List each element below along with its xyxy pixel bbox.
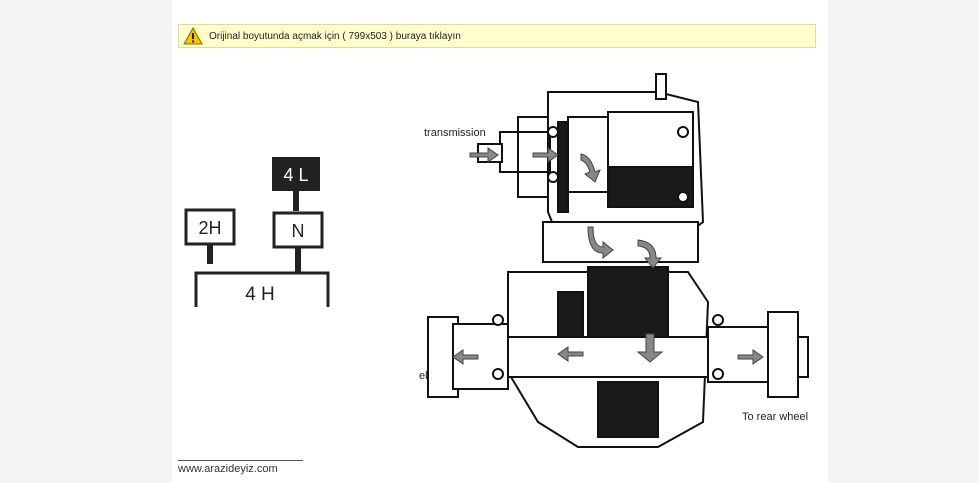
footer-divider xyxy=(178,460,303,461)
warning-icon xyxy=(183,27,203,45)
front-wheel-label: el xyxy=(419,370,428,382)
notice-text: Orijinal boyutunda açmak için ( 799x503 … xyxy=(209,30,461,42)
transfer-case-diagram: 4 L 2H N 4 H xyxy=(184,73,809,448)
shift-pattern: 4 L 2H N 4 H xyxy=(184,157,330,307)
rear-wheel-label: To rear wheel xyxy=(742,411,808,423)
from-transmission-label: transmission xyxy=(424,127,486,139)
open-original-size-notice[interactable]: Orijinal boyutunda açmak için ( 799x503 … xyxy=(178,24,816,48)
shift-2h-label: 2H xyxy=(198,218,221,238)
transfer-case-section xyxy=(427,73,809,448)
shift-2h-box xyxy=(184,208,236,246)
shift-n-label: N xyxy=(292,221,305,241)
shift-4l-box xyxy=(272,157,320,191)
shift-4h-label: 4 H xyxy=(245,284,275,305)
shift-4l-label: 4 L xyxy=(283,165,308,185)
footer-site-link[interactable]: www.arazideyiz.com xyxy=(178,463,278,475)
